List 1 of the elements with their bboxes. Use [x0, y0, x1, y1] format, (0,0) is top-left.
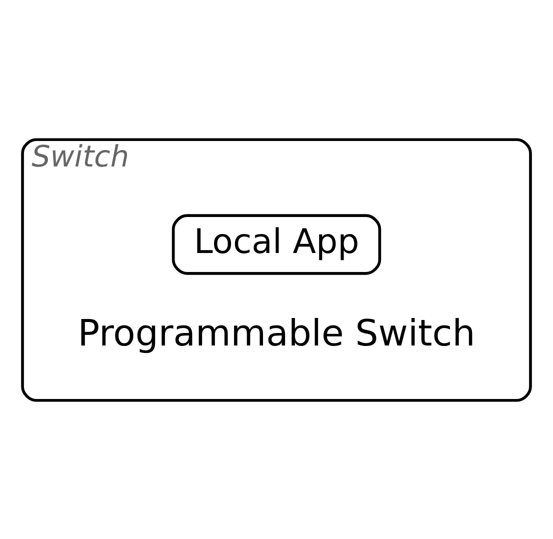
- node-box: Local App: [172, 214, 382, 274]
